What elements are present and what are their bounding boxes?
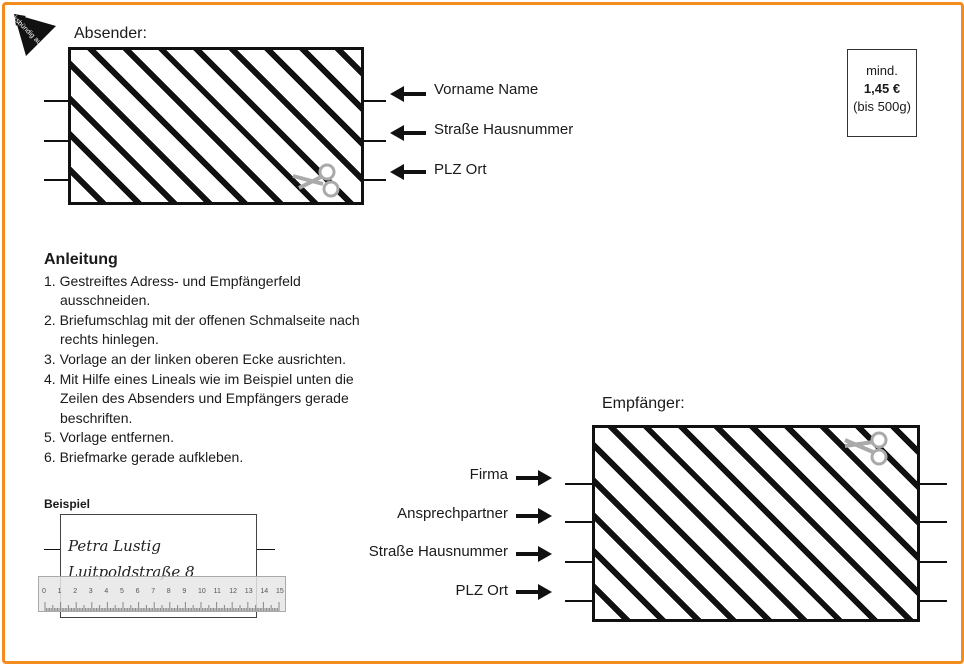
sender-line-mark-right <box>364 100 386 102</box>
ruler-number: 3 <box>88 588 93 595</box>
stamp-price: 1,45 € <box>863 81 901 96</box>
recipient-line-mark-left <box>565 483 592 485</box>
recipient-field-contact: Ansprechpartner <box>397 505 508 522</box>
sender-line-mark-right <box>364 140 386 142</box>
sender-heading: Absender: <box>74 25 147 42</box>
scissors-icon <box>844 431 888 466</box>
recipient-line-mark-left <box>565 521 592 523</box>
sender-address-field <box>68 47 364 205</box>
ruler-number: 1 <box>57 588 62 595</box>
sender-line-mark-left <box>44 100 68 102</box>
sender-line-mark-left <box>44 179 68 181</box>
ruler-number: 15 <box>276 588 284 595</box>
scissors-icon <box>292 163 340 198</box>
ruler-number: 8 <box>166 588 171 595</box>
recipient-address-field <box>592 425 920 622</box>
corner-align-badge: linksbündig ausrichten <box>12 12 60 60</box>
sender-line-mark-right <box>364 179 386 181</box>
instruction-step: 6. Briefmarke gerade aufkleben. <box>44 448 244 465</box>
ruler-scale <box>44 602 280 611</box>
instructions: Anleitung 1. Gestreiftes Adress- und Emp… <box>44 250 390 468</box>
recipient-field-city: PLZ Ort <box>455 582 508 599</box>
recipient-field-company: Firma <box>469 466 508 483</box>
recipient-line-mark-right <box>920 561 947 563</box>
recipient-line-mark-right <box>920 521 947 523</box>
ruler-number: 7 <box>151 588 156 595</box>
ruler-number: 0 <box>42 588 46 595</box>
instruction-step: 4. Mit Hilfe eines Lineals wie im Beispi… <box>44 370 354 426</box>
ruler-number: 12 <box>229 588 237 595</box>
recipient-line-mark-left <box>565 561 592 563</box>
ruler-number: 9 <box>182 588 187 595</box>
sender-arrows <box>390 86 426 180</box>
ruler-number: 4 <box>104 588 109 595</box>
example-line-mark-right <box>257 549 275 550</box>
ruler-number: 11 <box>213 588 221 595</box>
ruler-number: 10 <box>198 588 206 595</box>
recipient-arrows <box>516 470 552 600</box>
instructions-title: Anleitung <box>44 251 118 268</box>
recipient-field-street: Straße Hausnummer <box>368 543 508 560</box>
instruction-step: 5. Vorlage entfernen. <box>44 429 174 446</box>
instruction-step: 3. Vorlage an der linken oberen Ecke aus… <box>44 350 346 367</box>
recipient-heading: Empfänger: <box>602 395 685 412</box>
sender-field-city: PLZ Ort <box>434 161 487 178</box>
instruction-step: 1. Gestreiftes Adress- und Empfängerfeld… <box>44 272 301 309</box>
ruler-number: 2 <box>73 588 78 595</box>
stamp-weight: (bis 500g) <box>853 99 911 114</box>
recipient-line-mark-left <box>565 600 592 602</box>
sender-field-street: Straße Hausnummer <box>434 121 574 138</box>
example-line-name: Petra Lustig <box>68 537 161 555</box>
sender-line-mark-left <box>44 140 68 142</box>
recipient-line-mark-right <box>920 600 947 602</box>
example-title: Beispiel <box>44 497 91 511</box>
example-line-mark-left <box>44 549 60 550</box>
instruction-step: 2. Briefumschlag mit der offenen Schmals… <box>44 311 360 348</box>
sender-field-name: Vorname Name <box>434 81 539 98</box>
ruler-number: 5 <box>120 588 124 595</box>
ruler-number: 13 <box>244 588 253 595</box>
recipient-line-mark-right <box>920 483 947 485</box>
stamp-min-label: mind. <box>866 63 898 78</box>
ruler-number: 14 <box>260 588 269 595</box>
corner-badge-text: linksbündig ausrichten <box>12 12 60 60</box>
stamp-box: mind. 1,45 € (bis 500g) <box>847 49 917 137</box>
ruler-number: 6 <box>135 588 140 595</box>
